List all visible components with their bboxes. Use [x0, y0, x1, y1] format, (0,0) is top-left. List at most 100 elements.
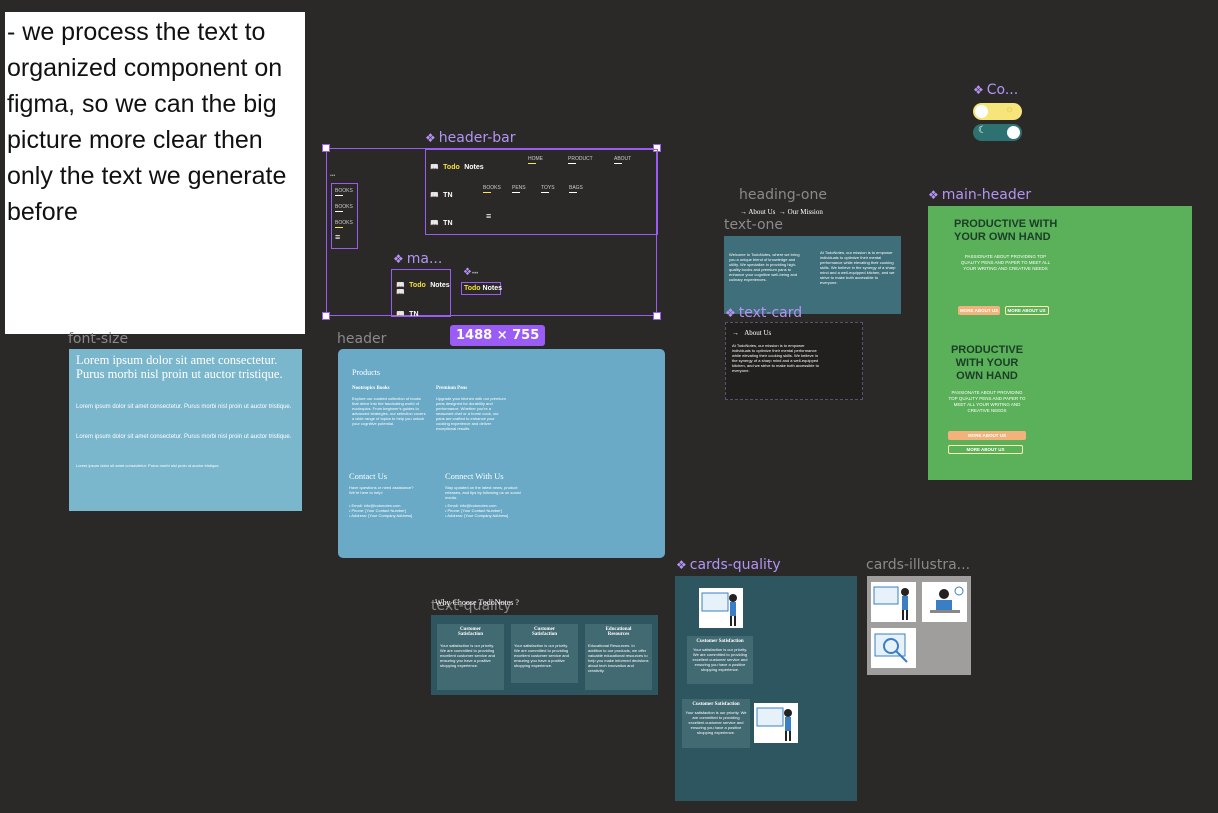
heading-one-links[interactable]: → About Us → Our Mission	[740, 208, 823, 216]
logo-todo: Todo	[443, 164, 460, 171]
nav-books[interactable]: BOOKS	[483, 185, 501, 193]
header-bar-selection[interactable]: 📖 Todo Notes HOME PRODUCT ABOUT 📖 TN BOO…	[322, 144, 661, 320]
more-about-button-outline[interactable]: MORE ABOUT US	[1004, 306, 1049, 315]
nav-product[interactable]: PRODUCT	[568, 156, 593, 164]
nav-home[interactable]: HOME	[528, 156, 543, 164]
header-variant-2[interactable]: 📖 TN	[430, 184, 453, 202]
heading-about-link[interactable]: About Us	[748, 208, 776, 216]
hamburger-menu-icon[interactable]: ≡	[486, 211, 492, 221]
text-card-frame[interactable]: → About Us At TodoNotes, our mission is …	[725, 322, 863, 400]
quality-card-1: Customer Satisfaction Your satisfaction …	[687, 636, 753, 684]
text-card-body: At TodoNotes, our mission is to empower …	[732, 343, 819, 373]
col2-text: Upgrade your kitchen with our premium pa…	[436, 396, 506, 431]
logo-only-box[interactable]: Todo Notes	[461, 282, 502, 295]
font-size-line-small: Lorem ipsum dolor sit amet consectetur. …	[76, 434, 292, 440]
text-one-frame[interactable]: Welcome to TodoNotes, where we bring you…	[724, 236, 901, 314]
component-icon: ❖	[928, 188, 939, 202]
toggle-knob	[975, 105, 988, 118]
nav-pens[interactable]: PENS	[512, 185, 526, 193]
mobile-header-box[interactable]: 📖 Todo Notes 📖 📖 TN	[391, 269, 451, 318]
side-books-2[interactable]: BOOKS	[335, 204, 353, 212]
header-variants-box[interactable]: 📖 Todo Notes HOME PRODUCT ABOUT 📖 TN BOO…	[425, 149, 658, 235]
more-about-button-outline-2[interactable]: MORE ABOUT US	[948, 445, 1023, 454]
connect-list: • Email: info@todonotes.com • Phone: [Yo…	[445, 503, 509, 518]
contact-text: Have questions or need assistance? We're…	[349, 485, 414, 495]
frame-label-heading-one[interactable]: heading-one	[739, 187, 827, 203]
font-size-frame[interactable]: Lorem ipsum dolor sit amet consectetur. …	[69, 349, 302, 511]
component-label-ma[interactable]: ❖ma...	[393, 251, 443, 267]
main-header-sub-2: PASSIONATE ABOUT PROVIDING TOP QUALITY P…	[948, 390, 1026, 413]
text-card-title: → About Us	[732, 329, 772, 337]
mobile-variant-3[interactable]: 📖 TN	[396, 311, 419, 318]
why-card-1: Customer Satisfaction Your satisfaction …	[437, 624, 504, 690]
dimension-tag: 1488 × 755	[450, 325, 546, 346]
why-card-3: Educational Resources Educational Resour…	[585, 624, 652, 690]
resize-handle-bl[interactable]	[322, 312, 330, 320]
heading-mission-link[interactable]: Our Mission	[787, 208, 823, 216]
side-menu-box[interactable]: BOOKS BOOKS BOOKS ≡	[331, 183, 358, 249]
frame-label-text-quality[interactable]: text-quality	[431, 598, 512, 614]
component-label-main-header[interactable]: ❖main-header	[928, 187, 1032, 203]
logo-tn: TN	[443, 192, 453, 199]
main-header-title-2: PRODUCTIVE WITH YOUR OWN HAND	[950, 344, 1024, 382]
side-books-1[interactable]: BOOKS	[335, 188, 353, 196]
component-label-text-card[interactable]: ❖text-card	[725, 305, 803, 321]
more-about-button-filled[interactable]: MORE ABOUT US	[958, 306, 1001, 315]
illustration-reading	[922, 582, 967, 622]
header-variant-1[interactable]: 📖 Todo Notes	[430, 156, 484, 174]
frame-label-header[interactable]: header	[337, 331, 387, 347]
contact-list: • Email: info@todonotes.com • Phone: [Yo…	[349, 503, 413, 518]
font-size-line-tiny: Lorem ipsum dolor sit amet consectetur. …	[76, 463, 220, 468]
products-heading: Products	[352, 368, 380, 377]
text-quality-frame[interactable]: Customer Satisfaction Your satisfaction …	[431, 615, 658, 695]
main-header-buttons-1: MORE ABOUT US MORE ABOUT US	[958, 299, 1049, 317]
contact-title: Contact Us	[349, 471, 388, 481]
book-icon: 📖	[430, 164, 439, 171]
resize-handle-br[interactable]	[653, 312, 661, 320]
more-about-button-filled-2[interactable]: MORE ABOUT US	[948, 431, 1026, 440]
text-one-left: Welcome to TodoNotes, where we bring you…	[729, 252, 800, 282]
nav-toys[interactable]: TOYS	[541, 185, 555, 193]
component-icon: ❖	[425, 131, 436, 145]
component-label-cards-quality[interactable]: ❖cards-quality	[676, 557, 781, 573]
component-icon: ❖	[725, 306, 736, 320]
main-header-title-1: PRODUCTIVE WITH YOUR OWN HAND	[954, 218, 1058, 243]
resize-handle-tl[interactable]	[322, 144, 330, 152]
illustration-magnifier	[871, 628, 916, 668]
book-icon-only: 📖	[396, 289, 405, 296]
component-icon-small: ❖•••	[463, 267, 479, 278]
frame-label-cards-illustra[interactable]: cards-illustra...	[866, 557, 971, 573]
book-icon: 📖	[430, 220, 439, 227]
col1-title: Nootropics Books	[352, 386, 390, 391]
header-frame[interactable]: Products Nootropics Books Explore our cu…	[338, 349, 665, 558]
font-size-line-medium: Lorem ipsum dolor sit amet consectetur. …	[76, 404, 292, 410]
cards-illustration-frame[interactable]	[867, 576, 971, 675]
connect-text: Stay updated on the latest news, product…	[445, 485, 521, 500]
mobile-variant-1[interactable]: 📖 Todo Notes	[396, 282, 450, 289]
logo-tn: TN	[443, 220, 453, 227]
frame-label-font-size[interactable]: font-size	[68, 331, 129, 347]
note-text: - we process the text to organized compo…	[7, 18, 287, 226]
arrow-right-icon: →	[732, 329, 739, 337]
why-card-2: Customer Satisfaction Your satisfaction …	[511, 624, 578, 683]
quality-card-2: Customer Satisfaction Your satisfaction …	[682, 699, 750, 748]
component-icon: ❖	[973, 83, 984, 97]
connect-title: Connect With Us	[445, 471, 504, 481]
theme-toggle-dark[interactable]: ☾	[973, 124, 1022, 141]
illustration-person-board	[699, 588, 743, 628]
cards-quality-frame[interactable]: Customer Satisfaction Your satisfaction …	[675, 576, 857, 801]
header-variant-3[interactable]: 📖 TN	[430, 212, 453, 230]
nav-about[interactable]: ABOUT	[614, 156, 632, 164]
arrow-right-icon: →	[778, 208, 786, 216]
col1-text: Explore our curated collection of books …	[352, 396, 426, 426]
illustration-person-board-2	[754, 703, 798, 743]
frame-label-text-one[interactable]: text-one	[724, 217, 783, 233]
theme-toggle-light[interactable]: ☼	[973, 103, 1022, 120]
logo-text: Todo Notes	[464, 285, 502, 292]
hamburger-icon-side[interactable]: ≡	[335, 232, 341, 242]
side-books-3[interactable]: BOOKS	[335, 220, 353, 228]
component-label-header-bar[interactable]: ❖header-bar	[425, 130, 516, 146]
nav-bags[interactable]: BAGS	[569, 185, 583, 193]
component-label-co[interactable]: ❖Co...	[973, 82, 1019, 98]
main-header-frame[interactable]: PRODUCTIVE WITH YOUR OWN HAND PASSIONATE…	[928, 206, 1192, 480]
